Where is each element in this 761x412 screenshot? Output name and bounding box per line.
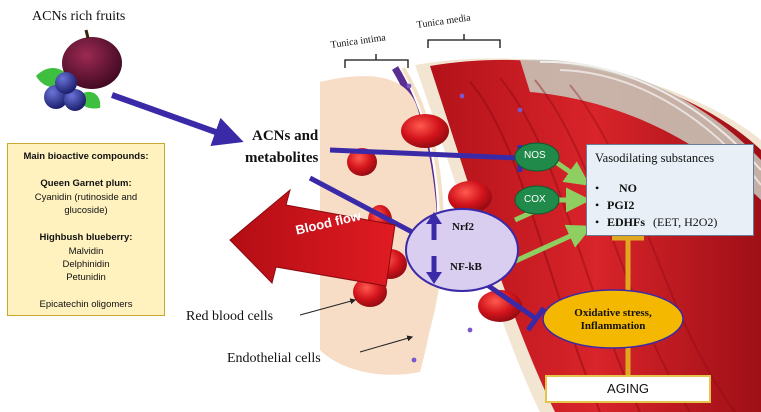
aging-box: AGING [545,375,711,403]
cox-enzyme [514,185,560,215]
vaso-bullet: • [595,215,600,229]
blueberry-icon [55,72,77,94]
oxidative-block-bar [525,306,547,332]
down-arrow-icon [426,256,442,284]
fruits-label: ACNs rich fruits [32,9,126,24]
nos-enzyme [514,142,560,172]
blueberry-item: Malvidin [68,246,104,257]
vaso-edhfs: EDHFs [607,215,646,229]
plum-title: Queen Garnet plum: [40,178,132,189]
blueberry-icon [64,89,86,111]
bioactive-compounds-box: Main bioactive compounds: Queen Garnet p… [7,143,165,316]
red-blood-cell [448,181,492,213]
red-blood-cells-label: Red blood cells [186,309,274,324]
cox-label: COX [524,194,546,205]
vaso-bullet: • [595,198,600,212]
acns-label-line1: ACNs and [252,128,319,144]
compounds-heading: Main bioactive compounds: [23,151,149,162]
red-blood-cell [401,114,449,148]
blueberry-item: Petunidin [66,272,106,283]
nfkb-label: NF-kB [450,261,482,273]
blood-flow-arrow [229,188,396,287]
blueberry-title: Highbush blueberry: [39,232,133,243]
nos-label: NOS [524,150,546,161]
tunica-brackets [344,34,501,68]
plum-icon [62,37,122,89]
red-blood-cell [347,148,377,176]
endothelial-pointer [359,335,414,353]
vaso-title: Vasodilating substances [595,151,715,165]
red-blood-cell [478,290,522,322]
compounds-footer: Epicatechin oligomers [39,299,133,310]
vasodilating-substances-box: Vasodilating substances • NO • PGI2 • ED… [586,144,754,236]
plum-line2: glucoside) [64,205,108,216]
oxidative-stress-ellipse [542,289,684,349]
vaso-bullet: • [595,181,600,195]
oxidative-line1: Oxidative stress, [574,307,652,319]
acns-label-line2: metabolites [245,150,319,166]
acns-action-lines [308,147,519,235]
blueberry-item: Delphinidin [62,259,110,270]
rbc-pointer [299,298,357,316]
endothelial-cells-label: Endothelial cells [227,351,321,366]
plum-line1: Cyanidin (rutinoside and [34,192,138,203]
fruit-to-acns-arrow [110,92,244,147]
vaso-pgi2: PGI2 [607,198,635,212]
vaso-no: NO [619,181,637,195]
up-arrow-icon [426,212,442,240]
oxidative-line2: Inflammation [580,320,646,332]
fruits-illustration [36,29,122,111]
nrf2-label: Nrf2 [452,221,474,233]
vaso-edhfs-extra: (EET, H2O2) [653,215,718,229]
